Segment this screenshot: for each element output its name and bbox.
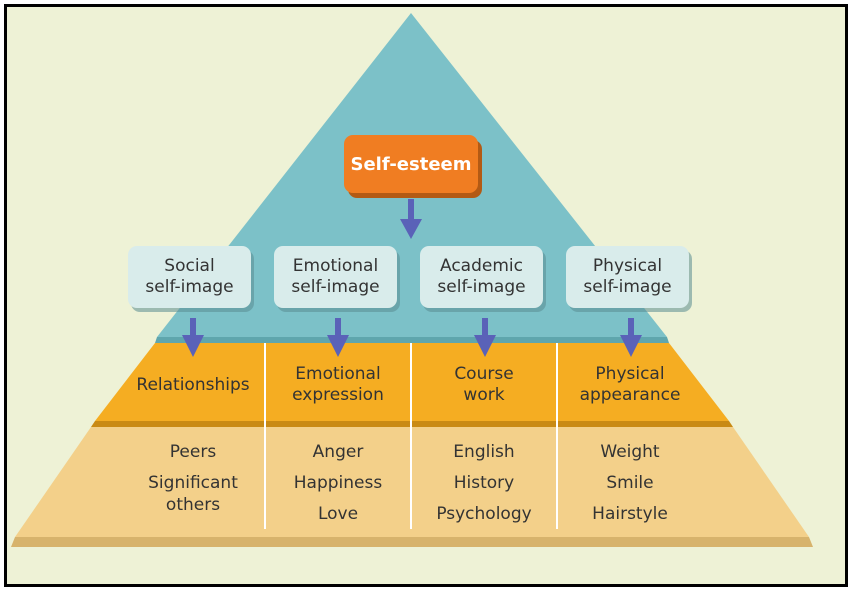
bottom-cell-item: Weight [600, 442, 660, 462]
self-image-line2: self-image [145, 277, 234, 297]
middle-cell-line1: Emotional [295, 364, 381, 384]
middle-cell-line2: expression [292, 385, 384, 405]
bottom-cell-item: Hairstyle [592, 504, 668, 524]
middle-cell-course-work: Course work [414, 364, 554, 406]
middle-cell-line2: work [463, 385, 505, 405]
bottom-cell-item: Significant others [148, 473, 238, 515]
self-image-line2: self-image [583, 277, 672, 297]
pyramid-top-edge [155, 337, 669, 343]
middle-cell-line1: Relationships [136, 375, 250, 395]
self-image-line1: Social [164, 256, 215, 276]
self-image-line1: Academic [440, 256, 523, 276]
middle-cell-line1: Course [454, 364, 514, 384]
pyramid-bottom-edge [11, 537, 813, 547]
physical-self-image-box: Physical self-image [566, 246, 689, 308]
arrow-down-icon [620, 318, 642, 357]
arrow-down-icon [182, 318, 204, 357]
arrow-down-icon [474, 318, 496, 357]
self-image-line2: self-image [437, 277, 526, 297]
bottom-cell-item: History [453, 473, 515, 493]
bottom-cell-emotional: Anger Happiness Love [263, 441, 413, 534]
bottom-cell-item: Love [317, 504, 359, 524]
bottom-cell-item: Smile [606, 473, 654, 493]
academic-self-image-box: Academic self-image [420, 246, 543, 308]
middle-cell-relationships: Relationships [123, 375, 263, 396]
bottom-cell-physical: Weight Smile Hairstyle [555, 441, 705, 534]
emotional-self-image-box: Emotional self-image [274, 246, 397, 308]
self-image-line1: Emotional [292, 256, 379, 276]
self-image-line1: Physical [592, 256, 663, 276]
middle-cell-emotional-expression: Emotional expression [268, 364, 408, 406]
self-esteem-label: Self-esteem [350, 153, 472, 175]
diagram-frame: Self-esteem Social self-image Emotional … [4, 4, 848, 587]
bottom-cell-relationships: Peers Significant others [118, 441, 268, 525]
middle-cell-physical-appearance: Physical appearance [560, 364, 700, 406]
middle-cell-line1: Physical [595, 364, 665, 384]
bottom-cell-item: English [453, 442, 515, 462]
self-esteem-box: Self-esteem [344, 135, 478, 193]
arrow-down-icon [327, 318, 349, 357]
arrow-down-icon [400, 199, 422, 239]
bottom-cell-academic: English History Psychology [409, 441, 559, 534]
self-image-line2: self-image [291, 277, 380, 297]
middle-cell-line2: appearance [579, 385, 681, 405]
bottom-cell-item: Anger [312, 442, 364, 462]
bottom-cell-item: Psychology [436, 504, 532, 524]
social-self-image-box: Social self-image [128, 246, 251, 308]
bottom-cell-item: Peers [169, 442, 217, 462]
bottom-cell-item: Happiness [293, 473, 383, 493]
